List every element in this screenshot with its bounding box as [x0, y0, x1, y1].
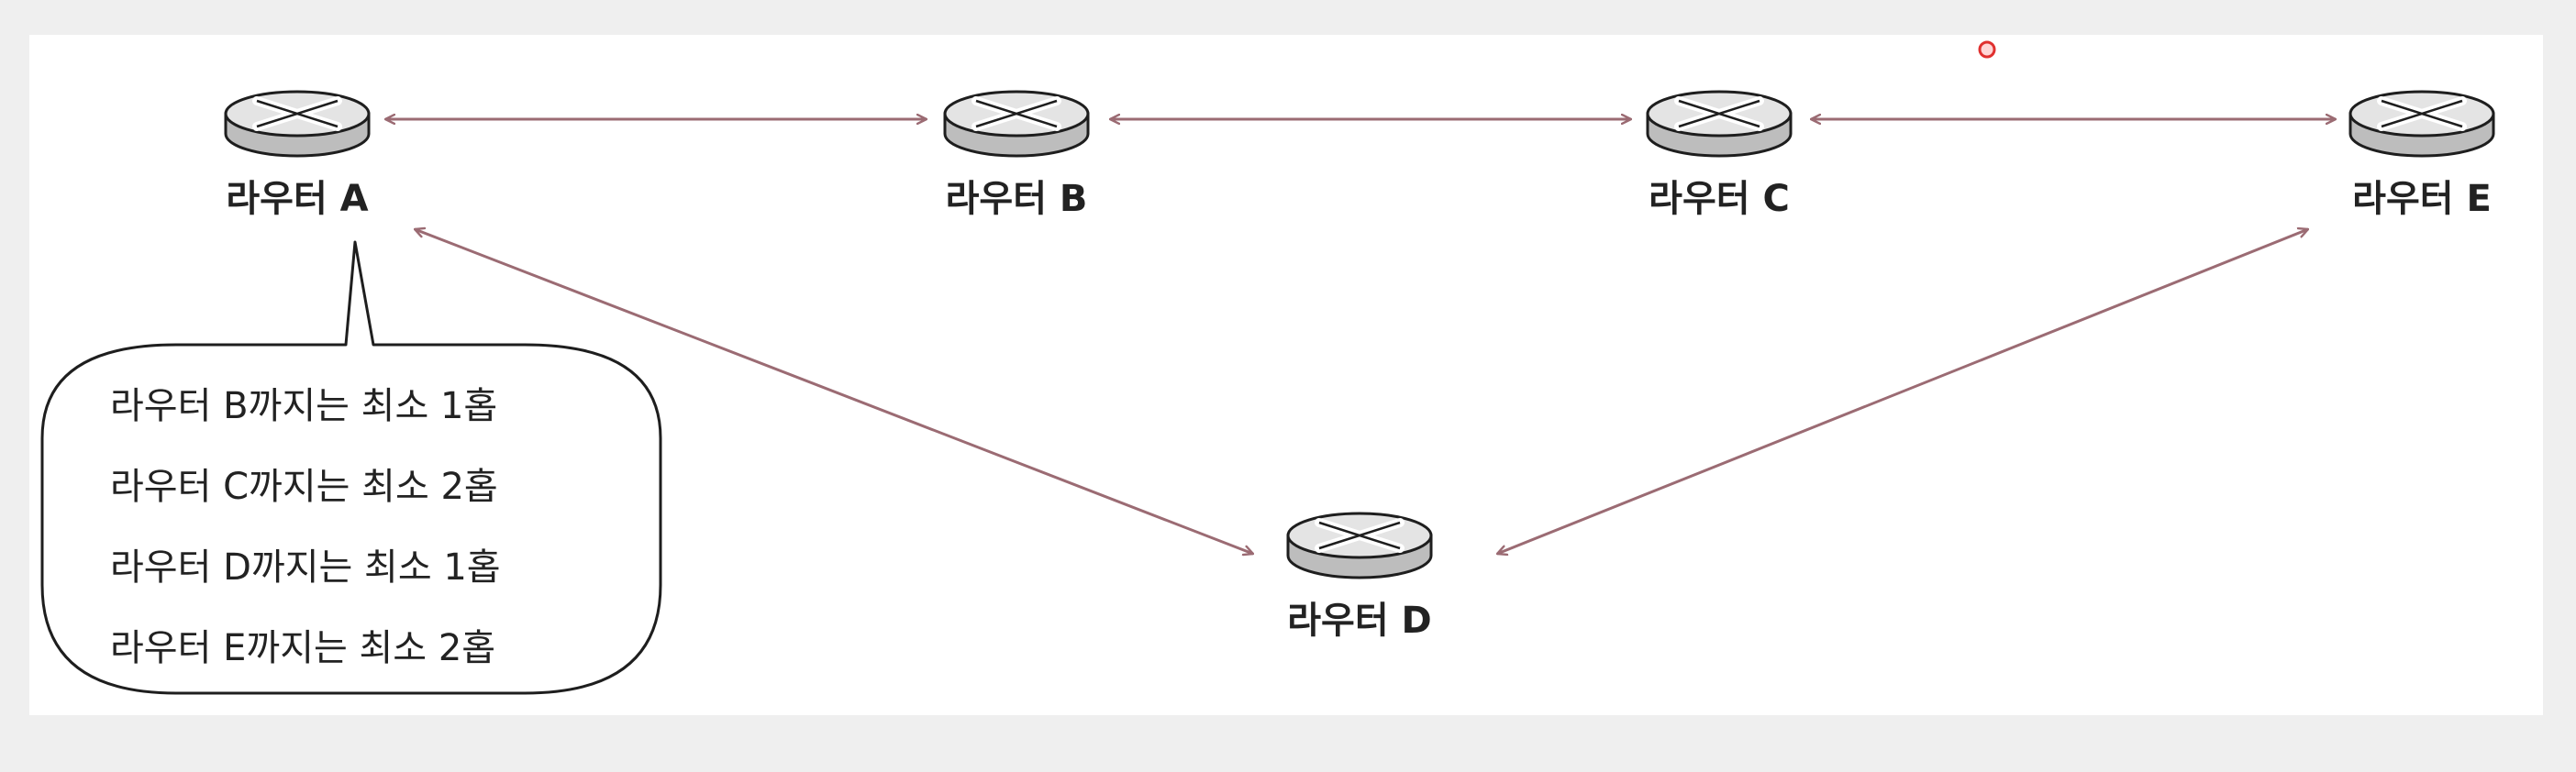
bubble-line-d: 라우터 D까지는 최소 1홉 — [110, 546, 501, 589]
router-icon — [1286, 512, 1433, 579]
bubble-line-c: 라우터 C까지는 최소 2홉 — [110, 466, 498, 508]
link-a-d — [415, 229, 1253, 554]
diagram-canvas: 라우터 B까지는 최소 1홉 라우터 C까지는 최소 2홉 라우터 D까지는 최… — [29, 35, 2543, 715]
router-label: 라우터 E — [2352, 178, 2492, 220]
cursor-dot — [1978, 40, 1996, 59]
router-label: 라우터 C — [1649, 178, 1790, 220]
router-e: 라우터 E — [2348, 90, 2495, 220]
network-diagram: 라우터 B까지는 최소 1홉 라우터 C까지는 최소 2홉 라우터 D까지는 최… — [40, 40, 2495, 695]
link-d-e — [1497, 229, 2308, 554]
router-a: 라우터 A — [224, 90, 371, 220]
router-label: 라우터 B — [946, 178, 1088, 220]
router-d: 라우터 D — [1286, 512, 1433, 642]
router-icon — [943, 90, 1090, 158]
bubble-line-b: 라우터 B까지는 최소 1홉 — [110, 385, 497, 427]
router-icon — [1646, 90, 1793, 158]
router-icon — [2348, 90, 2495, 158]
router-label: 라우터 A — [226, 178, 368, 220]
router-icon — [224, 90, 371, 158]
router-label: 라우터 D — [1287, 600, 1432, 642]
router-b: 라우터 B — [943, 90, 1090, 220]
router-c: 라우터 C — [1646, 90, 1793, 220]
hop-count-bubble: 라우터 B까지는 최소 1홉 라우터 C까지는 최소 2홉 라우터 D까지는 최… — [40, 240, 662, 695]
links-layer — [385, 119, 2336, 554]
bubble-line-e: 라우터 E까지는 최소 2홉 — [110, 627, 495, 669]
bubble-shape — [40, 240, 662, 695]
